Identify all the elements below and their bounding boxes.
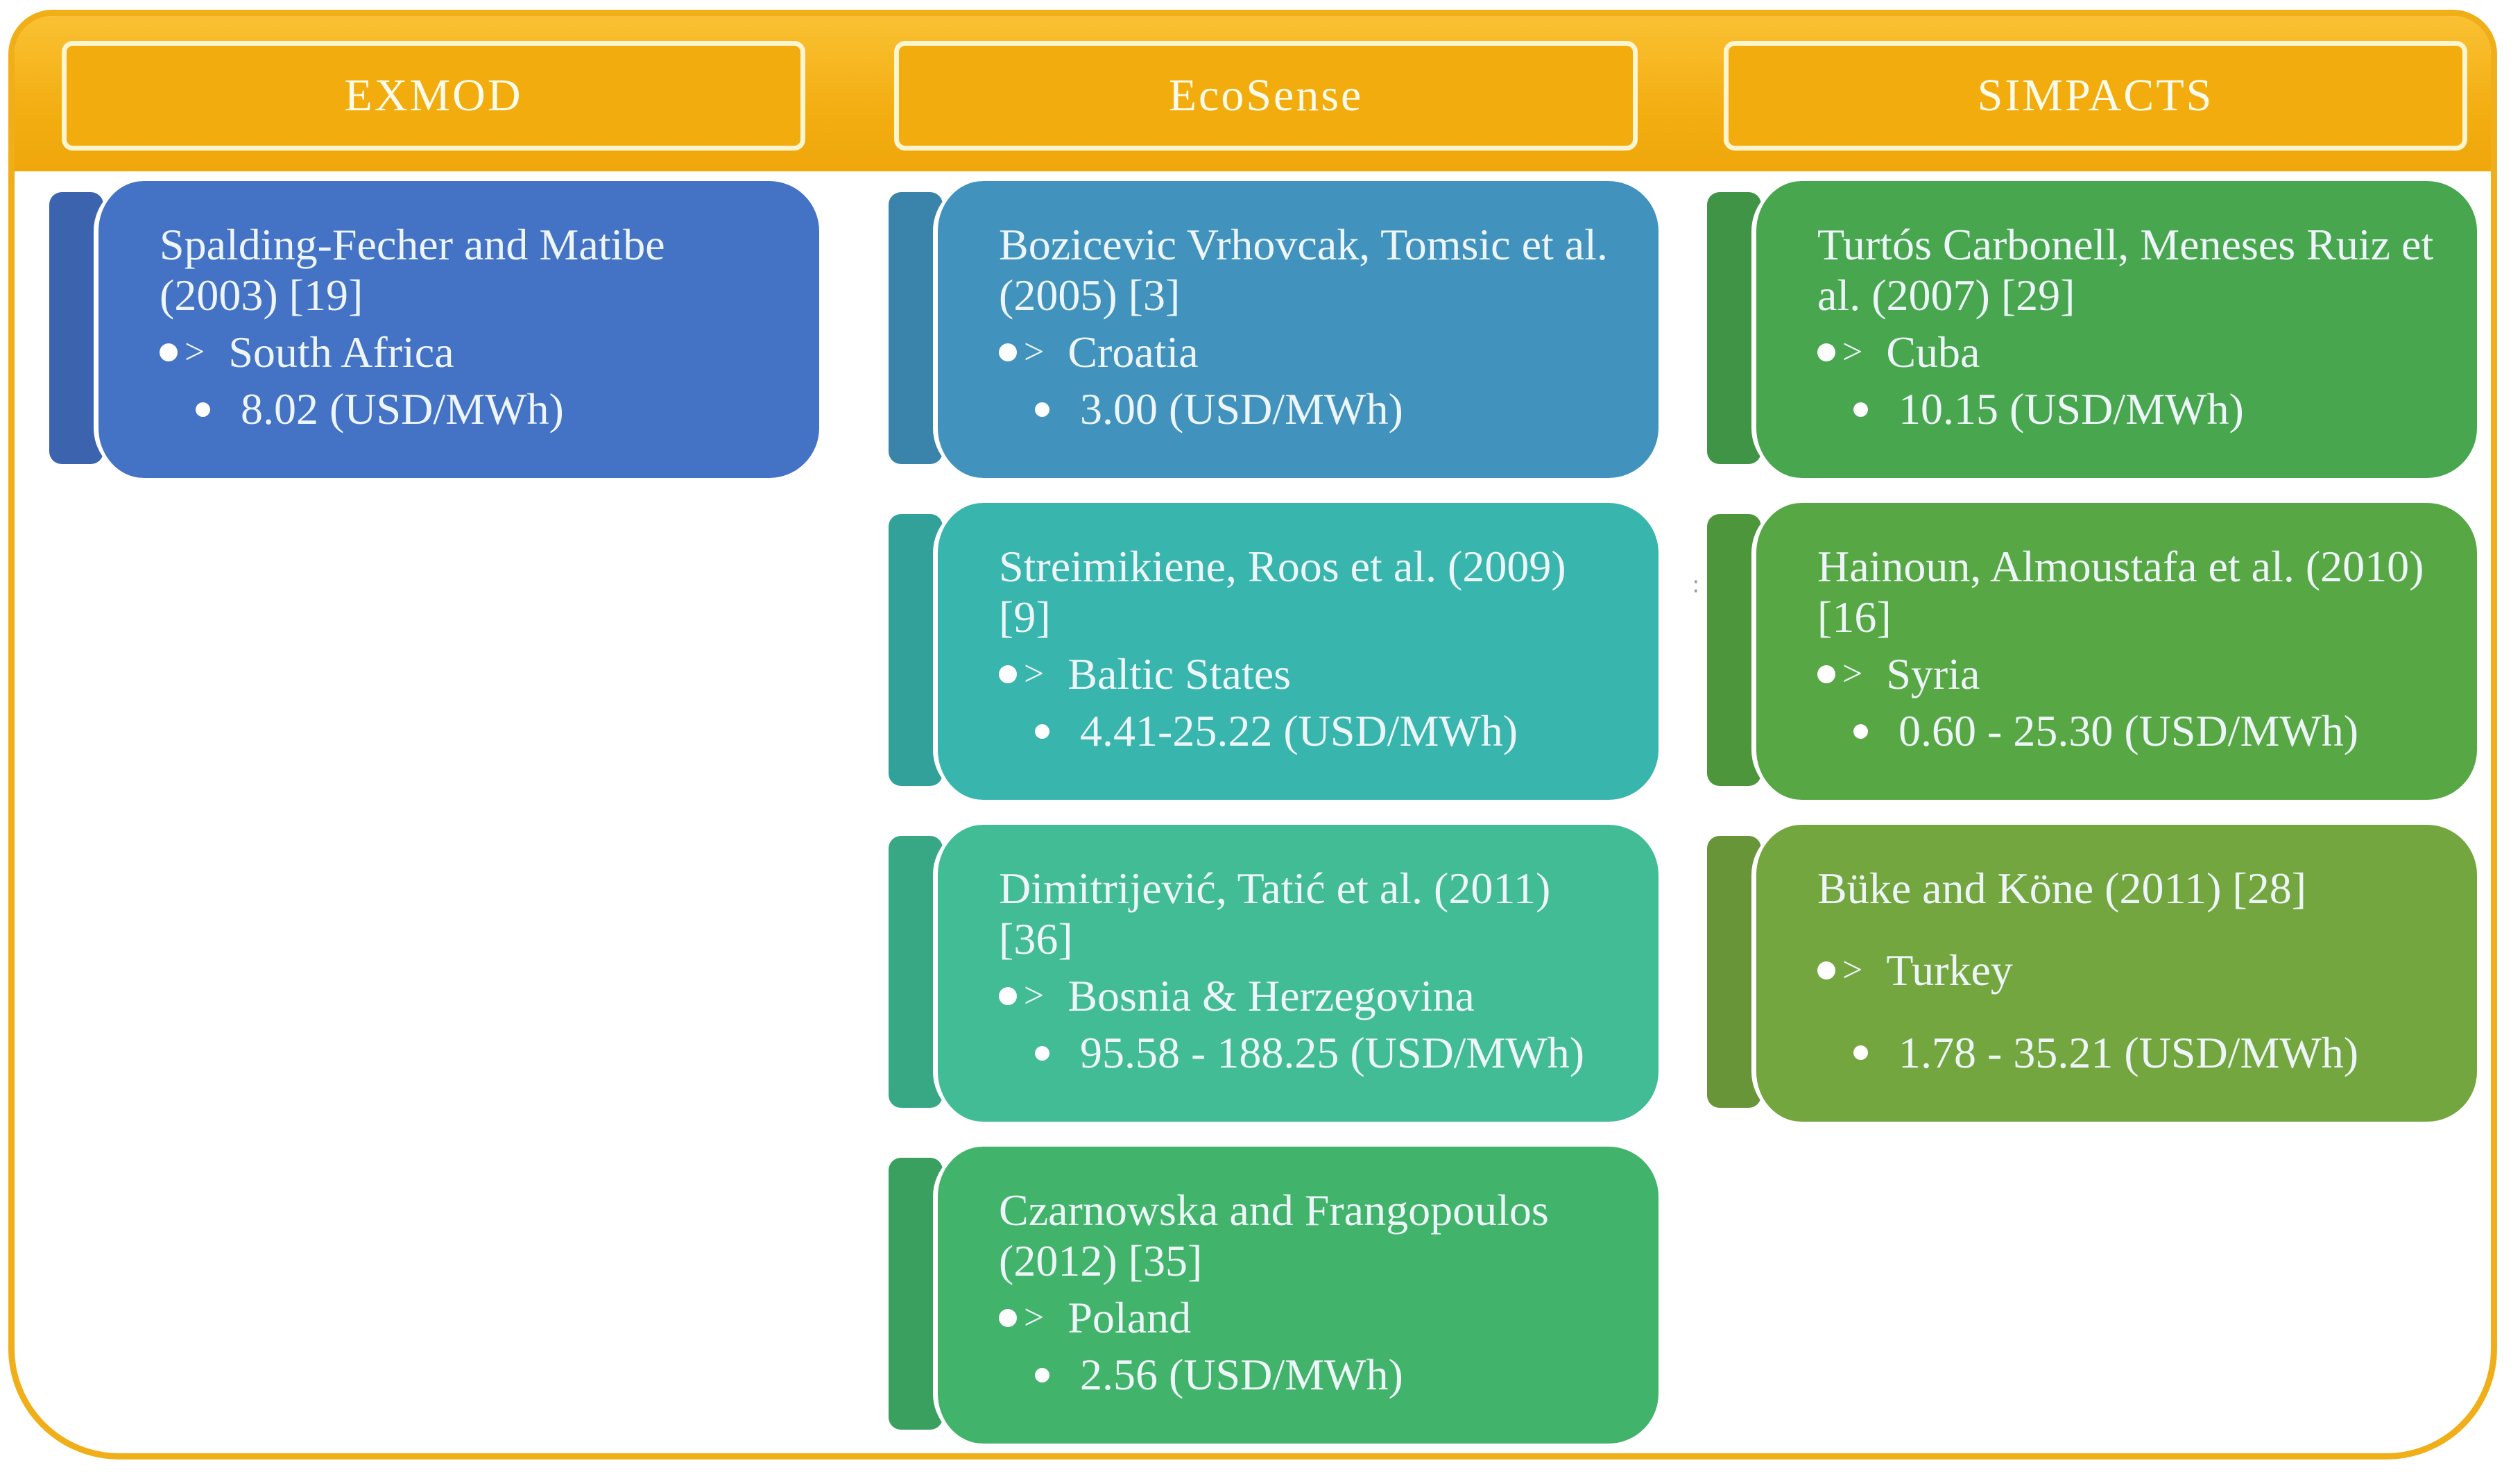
- bullet-dot-icon: [1853, 1045, 1868, 1061]
- study-reference: Turtós Carbonell, Meneses Ruiz et al. (2…: [1817, 220, 2434, 320]
- country-line: > Croatia: [999, 327, 1618, 378]
- cost-value: 3.00 (USD/MWh): [1080, 384, 1403, 434]
- cost-value: 4.41-25.22 (USD/MWh): [1080, 706, 1518, 755]
- country-label: Turkey: [1886, 945, 2013, 995]
- country-line: > Poland: [999, 1292, 1618, 1344]
- cost-value: 10.15 (USD/MWh): [1898, 384, 2244, 434]
- arrow-bullet-icon: >: [1024, 1297, 1045, 1337]
- study-card: Hainoun, Almoustafa et al. (2010) [16] >…: [1707, 503, 2477, 800]
- study-reference: Büke and Köne (2011) [28]: [1817, 864, 2306, 913]
- bullet-dot-icon: [1035, 402, 1049, 417]
- country-line: > Cuba: [1817, 327, 2437, 378]
- value-line: 2.56 (USD/MWh): [999, 1349, 1618, 1401]
- country-label: Baltic States: [1068, 649, 1292, 699]
- column-header-label: EXMOD: [344, 70, 523, 121]
- country-line: > South Africa: [160, 327, 779, 378]
- column-header-label: SIMPACTS: [1977, 70, 2214, 121]
- bullet-dot-icon: [196, 402, 210, 417]
- value-line: 10.15 (USD/MWh): [1817, 384, 2437, 435]
- study-reference: Hainoun, Almoustafa et al. (2010) [16]: [1817, 542, 2424, 642]
- country-label: Syria: [1886, 649, 1980, 699]
- study-reference: Dimitrijević, Tatić et al. (2011) [36]: [999, 864, 1551, 964]
- country-label: South Africa: [228, 327, 454, 377]
- study-card: Turtós Carbonell, Meneses Ruiz et al. (2…: [1707, 181, 2477, 478]
- card-body: Dimitrijević, Tatić et al. (2011) [36] >…: [933, 825, 1658, 1122]
- country-label: Croatia: [1068, 327, 1199, 377]
- value-line: 8.02 (USD/MWh): [160, 384, 779, 435]
- country-label: Cuba: [1886, 327, 1980, 377]
- bullet-dot-icon: [1035, 724, 1049, 739]
- bullet-dot-icon: [999, 986, 1017, 1005]
- arrow-bullet-icon: >: [1842, 653, 1863, 694]
- study-reference: Bozicevic Vrhovcak, Tomsic et al. (2005)…: [999, 220, 1608, 320]
- country-line: > Syria: [1817, 649, 2437, 700]
- diagram-frame: EXMOD EcoSense SIMPACTS Spalding-Fecher …: [8, 10, 2497, 1459]
- card-body: Streimikiene, Roos et al. (2009) [9] > B…: [933, 503, 1658, 800]
- card-body: Spalding-Fecher and Matibe (2003) [19] >…: [94, 181, 819, 478]
- bullet-dot-icon: [1035, 1045, 1049, 1061]
- cost-value: 1.78 - 35.21 (USD/MWh): [1898, 1027, 2359, 1077]
- bullet-dot-icon: [999, 343, 1017, 361]
- column-header-simpacts: SIMPACTS: [1724, 41, 2467, 151]
- cost-value: 8.02 (USD/MWh): [241, 384, 564, 434]
- country-label: Poland: [1068, 1292, 1192, 1342]
- country-label: Bosnia & Herzegovina: [1068, 970, 1475, 1020]
- study-card: Spalding-Fecher and Matibe (2003) [19] >…: [49, 181, 819, 478]
- arrow-bullet-icon: >: [1024, 332, 1045, 372]
- column-ecosense-cards: Bozicevic Vrhovcak, Tomsic et al. (2005)…: [889, 16, 1658, 1453]
- column-simpacts-cards: Turtós Carbonell, Meneses Ruiz et al. (2…: [1707, 16, 2477, 1453]
- card-body: Turtós Carbonell, Meneses Ruiz et al. (2…: [1751, 181, 2477, 478]
- study-card: Dimitrijević, Tatić et al. (2011) [36] >…: [889, 825, 1658, 1122]
- cost-value: 95.58 - 188.25 (USD/MWh): [1080, 1028, 1585, 1077]
- value-line: 95.58 - 188.25 (USD/MWh): [999, 1027, 1618, 1079]
- bullet-dot-icon: [1853, 724, 1868, 739]
- arrow-bullet-icon: >: [1024, 653, 1045, 694]
- bullet-dot-icon: [999, 665, 1017, 683]
- study-card: Czarnowska and Frangopoulos (2012) [35] …: [889, 1147, 1658, 1444]
- arrow-bullet-icon: >: [1842, 332, 1863, 372]
- arrow-bullet-icon: >: [1024, 975, 1045, 1016]
- bullet-dot-icon: [999, 1308, 1017, 1327]
- study-reference: Czarnowska and Frangopoulos (2012) [35]: [999, 1185, 1549, 1285]
- country-line: > Bosnia & Herzegovina: [999, 970, 1618, 1022]
- study-reference: Streimikiene, Roos et al. (2009) [9]: [999, 542, 1566, 642]
- arrow-bullet-icon: >: [185, 332, 205, 372]
- cost-value: 0.60 - 25.30 (USD/MWh): [1898, 706, 2359, 755]
- bullet-dot-icon: [1817, 665, 1835, 683]
- study-reference: Spalding-Fecher and Matibe (2003) [19]: [160, 220, 665, 320]
- study-card: Streimikiene, Roos et al. (2009) [9] > B…: [889, 503, 1658, 800]
- bullet-dot-icon: [1817, 343, 1835, 361]
- column-header-label: EcoSense: [1168, 70, 1364, 121]
- card-body: Bozicevic Vrhovcak, Tomsic et al. (2005)…: [933, 181, 1658, 478]
- value-line: 1.78 - 35.21 (USD/MWh): [1817, 1027, 2437, 1079]
- value-line: 0.60 - 25.30 (USD/MWh): [1817, 705, 2437, 757]
- value-line: 4.41-25.22 (USD/MWh): [999, 705, 1618, 757]
- card-body: Czarnowska and Frangopoulos (2012) [35] …: [933, 1147, 1658, 1444]
- bullet-dot-icon: [160, 343, 178, 361]
- card-body: Büke and Köne (2011) [28] > Turkey 1.78 …: [1751, 825, 2477, 1122]
- country-line: > Turkey: [1817, 945, 2437, 996]
- value-line: 3.00 (USD/MWh): [999, 384, 1618, 435]
- cost-value: 2.56 (USD/MWh): [1080, 1350, 1403, 1399]
- study-card: Büke and Köne (2011) [28] > Turkey 1.78 …: [1707, 825, 2477, 1122]
- column-header-ecosense: EcoSense: [894, 41, 1638, 151]
- country-line: > Baltic States: [999, 649, 1618, 700]
- bullet-dot-icon: [1035, 1367, 1049, 1382]
- study-card: Bozicevic Vrhovcak, Tomsic et al. (2005)…: [889, 181, 1658, 478]
- card-body: Hainoun, Almoustafa et al. (2010) [16] >…: [1751, 503, 2477, 800]
- arrow-bullet-icon: >: [1842, 950, 1863, 991]
- column-header-exmod: EXMOD: [62, 41, 805, 151]
- column-exmod-cards: Spalding-Fecher and Matibe (2003) [19] >…: [49, 16, 819, 1453]
- bullet-dot-icon: [1853, 402, 1868, 417]
- stray-mark: :: [1692, 571, 1700, 599]
- bullet-dot-icon: [1817, 961, 1835, 980]
